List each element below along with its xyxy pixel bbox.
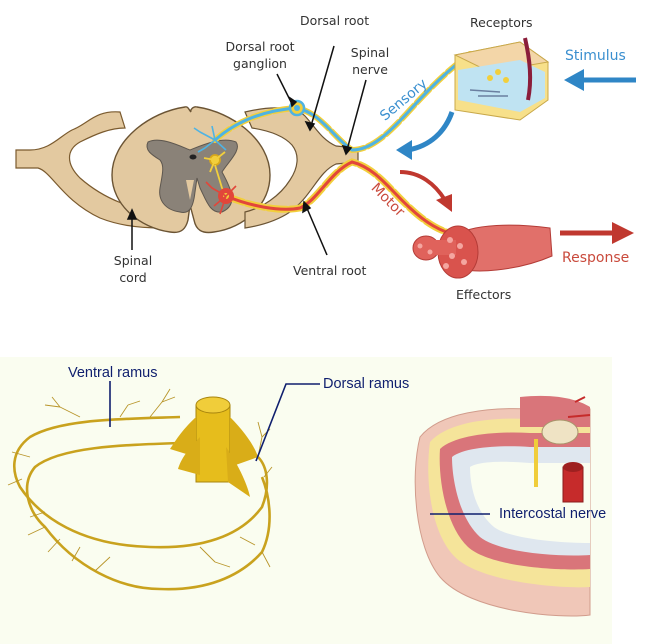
label-spinal-cord: Spinal cord <box>108 252 158 286</box>
label-dorsal-root-ganglion-line2: ganglion <box>233 56 287 71</box>
nerve-rings <box>13 415 271 591</box>
receptors-skin-block <box>453 37 550 121</box>
motor-neuron <box>205 158 464 240</box>
label-effectors: Effectors <box>456 287 512 302</box>
interneuron <box>203 151 227 197</box>
stimulus-arrow <box>564 69 636 91</box>
rami-label-pointers <box>109 381 490 515</box>
response-arrow <box>560 222 634 244</box>
pointer-dorsal-root <box>310 45 335 127</box>
pointer-ventral-root <box>305 205 328 256</box>
label-dorsal-root-ganglion: Dorsal root ganglion <box>210 38 310 72</box>
sensory-neuron <box>193 51 473 154</box>
pointer-dorsal-ramus <box>255 383 320 462</box>
spinal-cord-column <box>170 396 258 497</box>
pointer-dorsal-root-ganglion <box>276 73 292 103</box>
label-spinal-cord-line2: cord <box>119 270 147 285</box>
label-ventral-ramus: Ventral ramus <box>68 365 158 381</box>
label-spinal-cord-line1: Spinal <box>113 253 153 268</box>
reflex-arc-illustration <box>15 37 636 279</box>
label-dorsal-root: Dorsal root <box>300 13 370 28</box>
pointer-tip-ganglion <box>288 96 298 108</box>
label-dorsal-ramus: Dorsal ramus <box>323 376 410 392</box>
label-response: Response <box>562 250 630 266</box>
label-receptors: Receptors <box>470 15 533 30</box>
thoracic-wall-section <box>414 395 591 617</box>
nerve-branches <box>7 388 273 572</box>
label-dorsal-root-ganglion-line1: Dorsal root <box>225 39 295 54</box>
label-intercostal-nerve: Intercostal nerve <box>499 506 607 522</box>
label-pointers <box>126 45 367 256</box>
effectors-muscle <box>412 224 553 279</box>
pointer-spinal-nerve <box>346 79 367 151</box>
rami-illustration <box>7 381 591 617</box>
sensory-direction-arrow <box>396 111 455 160</box>
label-stimulus: Stimulus <box>565 48 626 64</box>
reflex-arc-diagram: Dorsal root Dorsal root ganglion Spinal … <box>15 13 636 302</box>
spinal-nerve-rami-diagram: Ventral ramus Dorsal ramus Intercostal n… <box>0 357 612 644</box>
label-spinal-nerve-line2: nerve <box>352 62 388 77</box>
motor-direction-arrow <box>399 170 452 212</box>
label-ventral-root: Ventral root <box>293 263 367 278</box>
label-spinal-nerve: Spinal nerve <box>345 44 395 78</box>
label-spinal-nerve-line1: Spinal <box>350 45 390 60</box>
right-spinal-nerve <box>244 107 359 229</box>
